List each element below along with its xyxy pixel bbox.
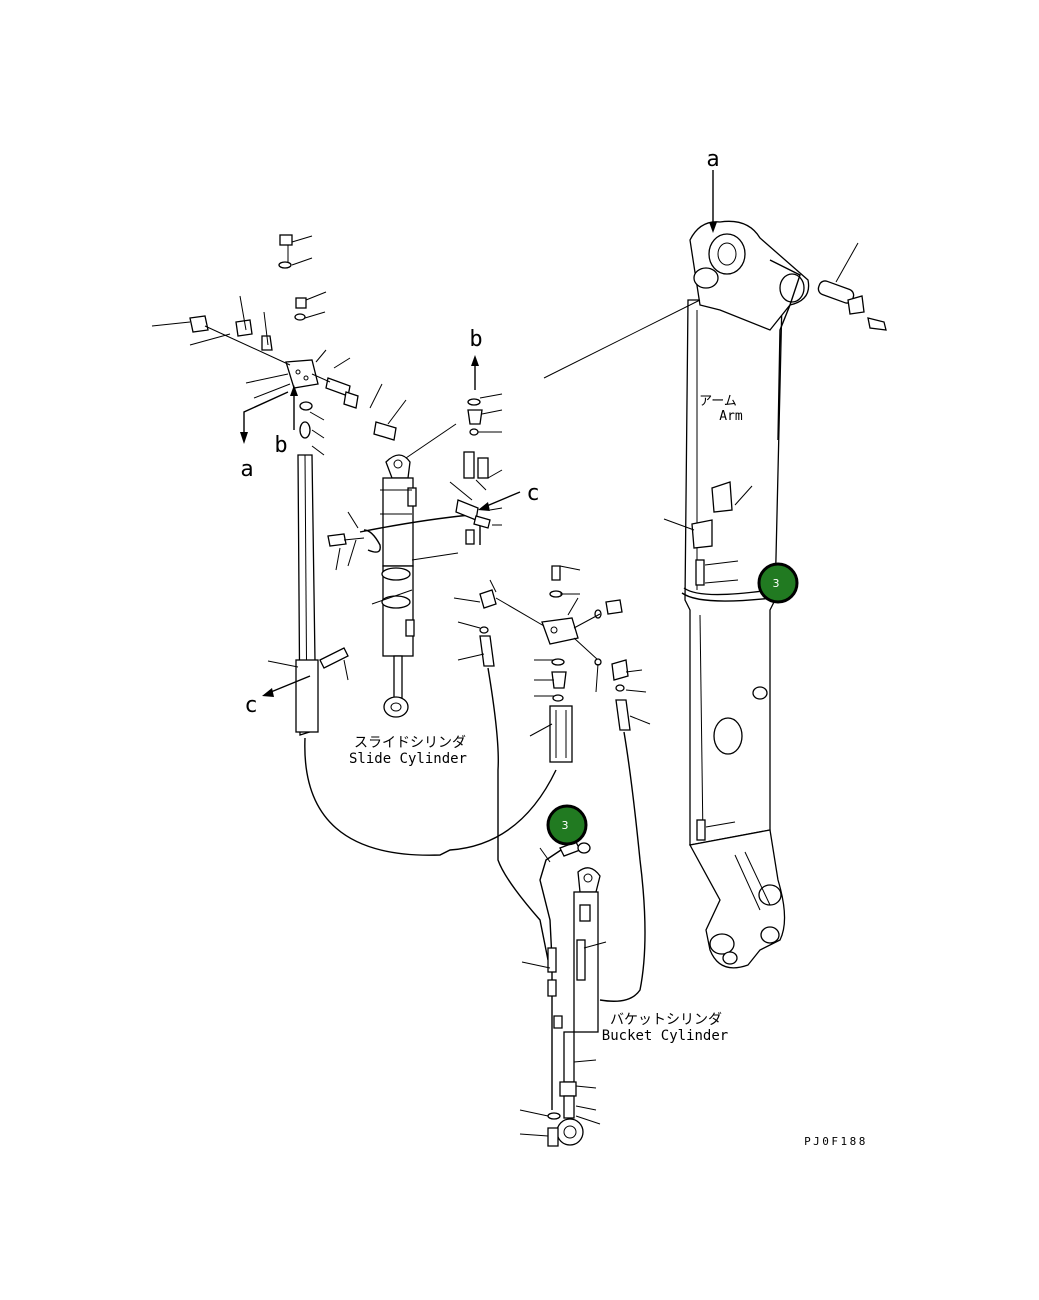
view-c-right: c — [526, 481, 539, 506]
view-a-top: a — [706, 147, 719, 172]
left-valve-group — [151, 234, 557, 856]
bucket-hose — [539, 847, 565, 1110]
view-b-top: b — [469, 327, 482, 352]
view-c-left: c — [244, 693, 257, 718]
slide-cylinder — [327, 355, 521, 718]
arm-assembly — [543, 170, 887, 969]
slide-cylinder-label-en: Slide Cylinder — [349, 751, 467, 767]
drawing-code: PJ0F188 — [804, 1135, 868, 1148]
arm-label-en: Arm — [719, 409, 743, 424]
bucket-cylinder — [519, 841, 607, 1147]
bucket-cylinder-label-en: Bucket Cylinder — [602, 1028, 728, 1044]
center-valve — [453, 565, 651, 1002]
arm-label-jp: アーム — [699, 394, 737, 409]
bucket-cylinder-label-jp: バケットシリンダ — [610, 1012, 722, 1028]
valve-block — [285, 359, 319, 389]
view-b-left: b — [274, 433, 287, 458]
slide-cylinder-label-jp: スライドシリンダ — [354, 735, 466, 751]
center-valve-block — [541, 617, 579, 645]
view-a-left: a — [240, 457, 253, 482]
diagram-labels: アーム Arm スライドシリンダ Slide Cylinder バケットシリンダ… — [240, 147, 868, 1148]
callout-arm-band[interactable]: 3 — [757, 562, 799, 604]
arm-top-pin — [708, 233, 746, 275]
callout-bucket-hose[interactable]: 3 — [546, 804, 588, 846]
